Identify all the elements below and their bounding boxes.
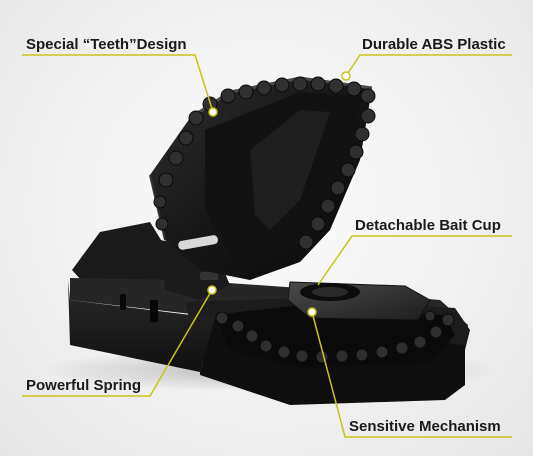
trap-lid: [149, 76, 373, 280]
callout-mechanism: Sensitive Mechanism: [349, 418, 501, 435]
callout-bait-cup: Detachable Bait Cup: [355, 217, 501, 234]
lid-slot: [178, 235, 218, 250]
line-teeth-design: [22, 54, 214, 113]
lower-teeth: [215, 306, 455, 364]
callout-spring: Powerful Spring: [26, 377, 142, 394]
line-spring: [22, 289, 213, 397]
line-mechanism: [311, 311, 512, 438]
line-bait-cup: [317, 235, 512, 286]
callout-teeth-design: Special “Teeth”Design: [26, 36, 187, 53]
bait-plate: [287, 281, 431, 321]
callout-dots: [207, 71, 351, 317]
callout-lines: [22, 54, 512, 438]
line-abs-plastic: [345, 54, 512, 77]
upper-teeth: [153, 76, 376, 250]
callout-abs-plastic: Durable ABS Plastic: [362, 36, 506, 53]
